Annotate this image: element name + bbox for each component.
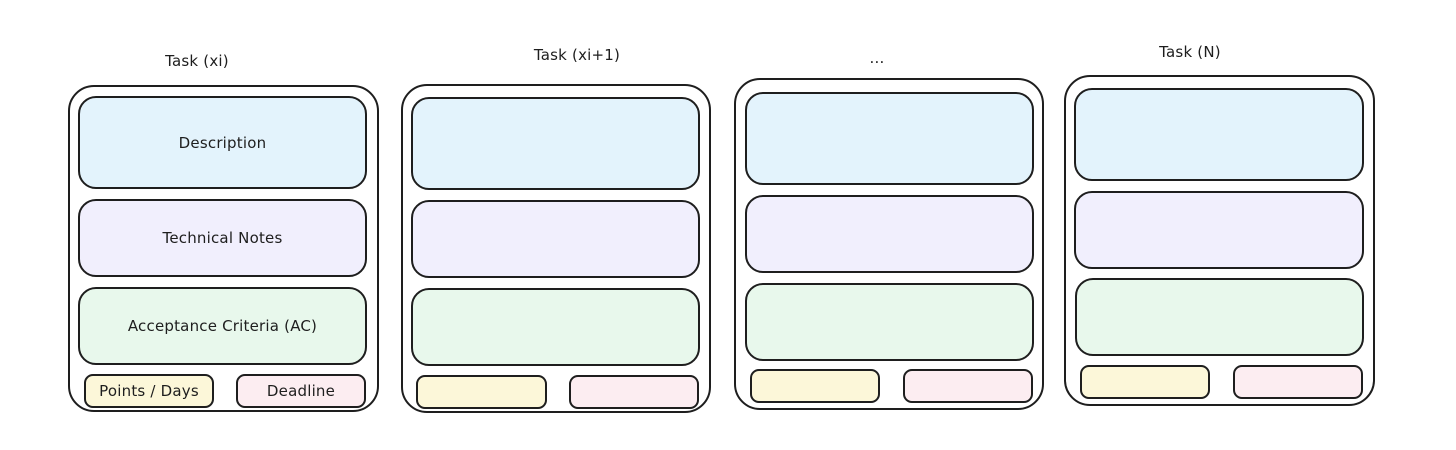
description-section (1074, 88, 1364, 181)
task-card-2 (401, 84, 711, 413)
technical-notes-section (1074, 191, 1364, 269)
acceptance-criteria-section (745, 283, 1034, 361)
deadline-field (569, 375, 699, 409)
task-card-1: Description Technical Notes Acceptance C… (68, 85, 379, 412)
task-title-4: Task (N) (1159, 43, 1221, 61)
technical-notes-section: Technical Notes (78, 199, 367, 277)
task-title-1: Task (xi) (165, 52, 229, 70)
technical-notes-section (745, 195, 1034, 273)
technical-notes-section (411, 200, 700, 278)
acceptance-criteria-section (1075, 278, 1364, 356)
points-days-field: Points / Days (84, 374, 214, 408)
points-days-field (1080, 365, 1210, 399)
task-card-3 (734, 78, 1044, 410)
acceptance-criteria-section (411, 288, 700, 366)
task-card-4 (1064, 75, 1375, 406)
description-section (411, 97, 700, 190)
deadline-field: Deadline (236, 374, 366, 408)
task-title-2: Task (xi+1) (533, 46, 621, 64)
description-section: Description (78, 96, 367, 189)
deadline-field (903, 369, 1033, 403)
points-days-field (416, 375, 547, 409)
deadline-field (1233, 365, 1363, 399)
points-days-field (750, 369, 880, 403)
acceptance-criteria-section: Acceptance Criteria (AC) (78, 287, 367, 365)
task-title-3: ... (869, 49, 885, 67)
description-section (745, 92, 1034, 185)
